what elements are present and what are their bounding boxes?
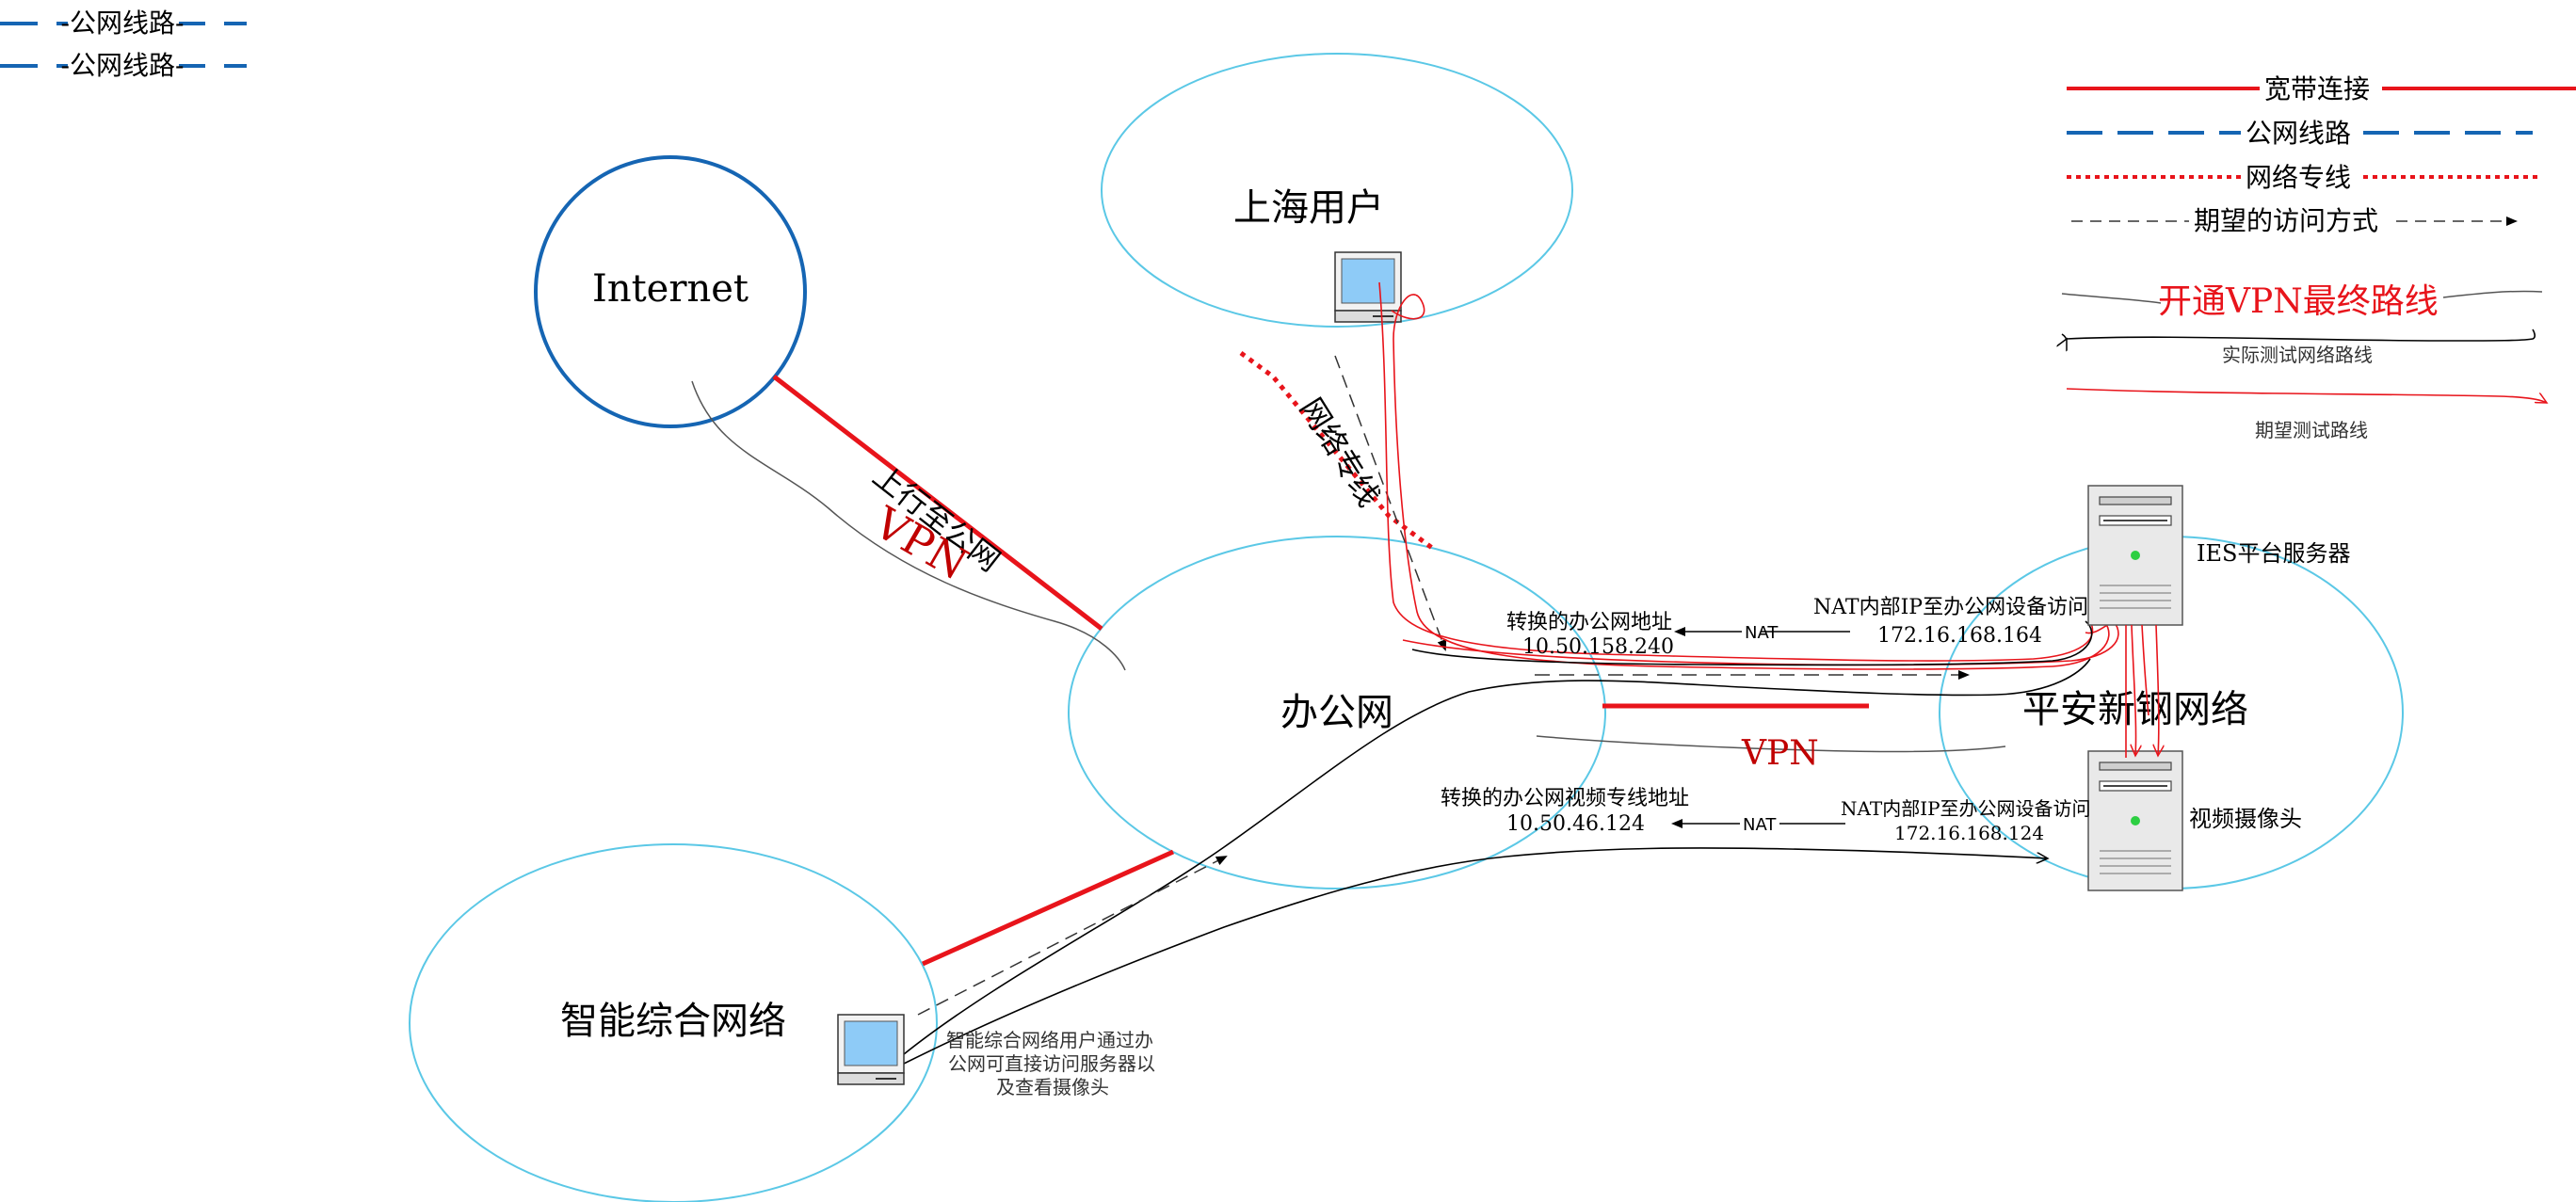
ies-camera-red-3 (2156, 624, 2159, 756)
nat-cam-ip: 172.16.168.124 (1894, 822, 2044, 844)
smart-pc-icon (837, 1014, 905, 1085)
smart-label: 智能综合网络 (560, 1000, 786, 1043)
top-legend-label-2: -公网线路- (61, 50, 185, 81)
smart-black-route-camera (903, 847, 2048, 1065)
smart-note-line-1: 智能综合网络用户通过办 (946, 1029, 1153, 1051)
smart-ellipse (409, 843, 938, 1202)
video-addr-value: 10.50.46.124 (1506, 812, 1645, 836)
shanghai-ellipse (1101, 53, 1573, 328)
shanghai-red-route-2 (1391, 294, 2110, 670)
smart-broadband-line (921, 849, 1175, 967)
ies-camera-red-4 (2141, 624, 2149, 716)
video-addr-title: 转换的办公网视频专线地址 (1441, 787, 1689, 810)
camera-server-icon (2087, 750, 2183, 891)
legend-vpn-final: 开通VPN最终路线 (2158, 282, 2439, 321)
ies-server-icon (2087, 485, 2183, 626)
shanghai-black-route (1411, 620, 2093, 666)
internet-broadband-line (772, 375, 1103, 631)
smart-black-route-ies (903, 658, 2091, 1055)
top-legend-label-1: -公网线路- (61, 8, 185, 39)
legend-actual-route: 实际测试网络路线 (2222, 344, 2373, 366)
nat2-label: NAT (1743, 815, 1777, 835)
nat-cam-title: NAT内部IP至办公网设备访问 (1841, 797, 2091, 820)
smart-note-line-3: 及查看摄像头 (996, 1076, 1109, 1098)
internet-circle (534, 155, 807, 428)
shanghai-expected-dash (1334, 355, 1447, 651)
vpn-center-label: VPN (1741, 734, 1819, 773)
shanghai-pc-icon (1334, 251, 1402, 323)
camera-label: 视频摄像头 (2189, 806, 2302, 832)
office-addr-title: 转换的办公网地址 (1506, 611, 1672, 634)
shanghai-label: 上海用户 (1233, 186, 1384, 230)
legend-expected-route: 期望测试路线 (2255, 419, 2368, 441)
legend-private-line: 网络专线 (2246, 162, 2351, 193)
office-pingan-route-line (1536, 735, 2006, 753)
office-ellipse (1068, 536, 1606, 889)
legend: 宽带连接 公网线路 网络专线 期望的访问方式 开通VPN最终路线 实际测试网络路… (2062, 73, 2576, 441)
office-label: 办公网 (1280, 691, 1393, 734)
nat1-label: NAT (1745, 623, 1779, 643)
nat-ies-ip: 172.16.168.164 (1877, 624, 2042, 648)
nat-ies-title: NAT内部IP至办公网设备访问 (1813, 596, 2088, 619)
office-addr-value: 10.50.158.240 (1522, 635, 1674, 659)
top-legend: -公网线路- -公网线路- (0, 8, 247, 81)
shanghai-red-route-1 (1378, 281, 2094, 662)
ies-camera-red-2 (2132, 624, 2136, 756)
ies-label: IES平台服务器 (2197, 540, 2350, 567)
legend-expected-access: 期望的访问方式 (2194, 205, 2378, 236)
internet-label: Internet (592, 267, 749, 311)
legend-public-line: 公网线路 (2246, 118, 2351, 149)
legend-broadband: 宽带连接 (2264, 73, 2370, 104)
smart-note-line-2: 公网可直接访问服务器以 (948, 1052, 1155, 1075)
private-line-dotted (1239, 350, 1438, 553)
internet-actual-route (691, 380, 1126, 671)
private-line-label: 网络专线 (1293, 392, 1387, 513)
smart-expected-dash (917, 856, 1228, 1016)
